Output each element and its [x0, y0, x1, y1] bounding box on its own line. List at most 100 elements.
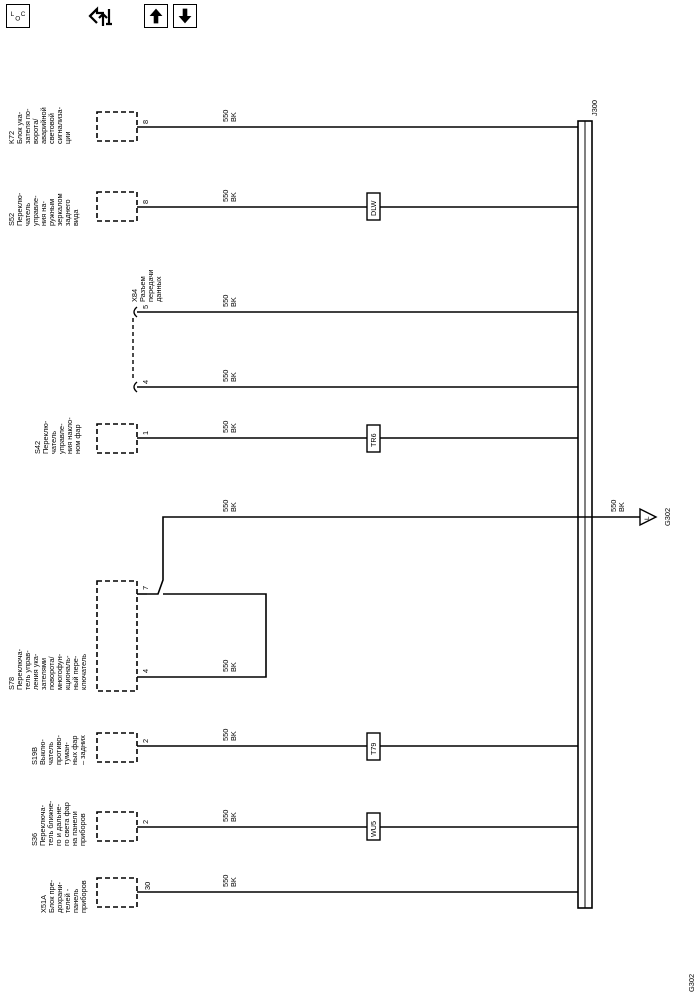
wire-circuit: 550: [221, 190, 230, 202]
svg-text:C: C: [21, 11, 26, 18]
svg-text:ции: ции: [63, 132, 72, 145]
branch-x84: 5 4 550 BK 550 BK X84 Разъем передачи да…: [130, 270, 578, 393]
svg-text:ворота/: ворота/: [31, 118, 40, 144]
svg-text:тель управ-: тель управ-: [23, 650, 32, 690]
wire-color: BK: [229, 192, 238, 202]
svg-text:L: L: [644, 516, 651, 520]
svg-text:поворота/: поворота/: [47, 655, 56, 690]
inline-connector-dlw: DLW: [366, 192, 381, 221]
pin-number: 30: [143, 882, 152, 890]
tools-icon: [88, 6, 112, 26]
location-button[interactable]: L O C: [6, 4, 30, 28]
wire-color: BK: [229, 112, 238, 122]
ground-circuit: 550: [609, 500, 618, 512]
svg-text:S52: S52: [7, 213, 16, 226]
svg-text:тель ближне-: тель ближне-: [46, 800, 55, 846]
svg-text:ления ука-: ления ука-: [31, 653, 40, 690]
svg-text:WU5: WU5: [369, 821, 378, 837]
pin-number: 2: [141, 820, 150, 824]
pin-number: 5: [141, 305, 150, 309]
component-label: X51A Блок пре- дохрани- телей - панель п…: [39, 879, 88, 913]
pin-number: 1: [141, 431, 150, 435]
pin-number: 8: [141, 120, 150, 124]
branch-s52: 8 550 BK DLW S52 Переклю- чатель управле…: [7, 190, 578, 226]
svg-text:ных фар: ных фар: [70, 736, 79, 765]
ground-color: BK: [617, 502, 626, 512]
wire-circuit: 550: [221, 810, 230, 822]
component-label: S52 Переклю- чатель управле- ния на- руж…: [7, 192, 80, 226]
svg-text:панель: панель: [71, 889, 80, 913]
svg-text:чатель: чатель: [49, 431, 58, 454]
branch-s36: 2 550 BK WU5 S36 Переключа- тель ближне-…: [30, 800, 578, 846]
svg-text:T79: T79: [369, 743, 378, 755]
svg-text:зателя по-: зателя по-: [23, 108, 32, 144]
svg-text:кциональ-: кциональ-: [63, 655, 72, 690]
svg-text:K72: K72: [7, 131, 16, 144]
svg-text:S42: S42: [33, 441, 42, 454]
component-outline: [96, 811, 138, 842]
wire-color: BK: [229, 662, 238, 672]
svg-text:X51A: X51A: [39, 895, 48, 913]
page-up-button[interactable]: [144, 4, 168, 28]
component-label: S78 Переключа- тель управ- ления ука- за…: [7, 648, 88, 690]
wire-circuit: 550: [221, 295, 230, 307]
svg-text:зателями: зателями: [39, 658, 48, 690]
wire-color: BK: [229, 423, 238, 433]
svg-text:сигнализа-: сигнализа-: [55, 106, 64, 144]
branch-ground: 550 BK 550 BK L G302: [147, 500, 672, 595]
branch-s78: 7 4 550 BK S78 Переключа- тель управ- ле…: [7, 580, 267, 692]
pin-number: 8: [141, 200, 150, 204]
svg-text:TR6: TR6: [369, 433, 378, 447]
inline-connector-tr6: TR6: [366, 424, 381, 453]
svg-text:многофун-: многофун-: [55, 653, 64, 690]
svg-text:Переклю-: Переклю-: [41, 420, 50, 454]
tools-button[interactable]: [86, 4, 114, 30]
wire-color: BK: [229, 297, 238, 307]
svg-text:Разъем: Разъем: [138, 276, 147, 302]
branch-s19b: 2 550 BK T79 S19B Выклю- чатель противо-…: [30, 729, 578, 765]
svg-text:S19B: S19B: [30, 747, 39, 765]
page-down-button[interactable]: [173, 4, 197, 28]
arrow-down-icon: [178, 8, 192, 24]
svg-text:ном фар: ном фар: [73, 424, 82, 454]
inline-connector-t79: T79: [366, 732, 381, 761]
svg-text:L: L: [11, 11, 15, 18]
svg-text:Блок ука-: Блок ука-: [15, 111, 24, 144]
svg-text:O: O: [15, 16, 20, 23]
component-outline: [96, 580, 138, 692]
wire-circuit: 550: [221, 500, 230, 512]
bus-label: J300: [590, 100, 599, 116]
svg-text:заднего: заднего: [63, 199, 72, 226]
pin-number: 4: [141, 669, 150, 673]
component-outline: [96, 191, 138, 222]
wire-circuit: 550: [221, 370, 230, 382]
wire-color: BK: [229, 731, 238, 741]
wire-color: BK: [229, 502, 238, 512]
wire-color: BK: [229, 372, 238, 382]
inline-connector-wu5: WU5: [366, 812, 381, 841]
ground-label: G302: [663, 508, 672, 526]
svg-text:приборов: приборов: [79, 880, 88, 913]
svg-text:управле-: управле-: [57, 423, 66, 454]
svg-text:Переклю-: Переклю-: [15, 192, 24, 226]
pin-number: 7: [141, 586, 150, 590]
wire-circuit: 550: [221, 875, 230, 887]
svg-text:на панели: на панели: [70, 811, 79, 846]
branch-k72: 8 550 BK K72 Блок ука- зателя по- ворота…: [7, 106, 578, 144]
svg-text:чатель: чатель: [46, 742, 55, 765]
wire-circuit: 550: [221, 110, 230, 122]
svg-text:вида: вида: [71, 209, 80, 226]
branch-x51a: 30 550 BK X51A Блок пре- дохрани- телей …: [39, 875, 578, 913]
svg-text:ния на-: ния на-: [39, 201, 48, 226]
wire-circuit: 550: [221, 421, 230, 433]
wire-color: BK: [229, 812, 238, 822]
branch-s42: 1 550 BK TR6 S42 Переклю- чатель управле…: [33, 417, 578, 454]
svg-text:туман-: туман-: [62, 742, 71, 765]
svg-text:ружным: ружным: [47, 199, 56, 226]
wire-circuit: 550: [221, 729, 230, 741]
svg-text:ния накло-: ния накло-: [65, 417, 74, 454]
svg-text:зеркалом: зеркалом: [55, 193, 64, 226]
svg-text:аварийной: аварийной: [39, 107, 48, 144]
svg-text:Выклю-: Выклю-: [38, 739, 47, 765]
